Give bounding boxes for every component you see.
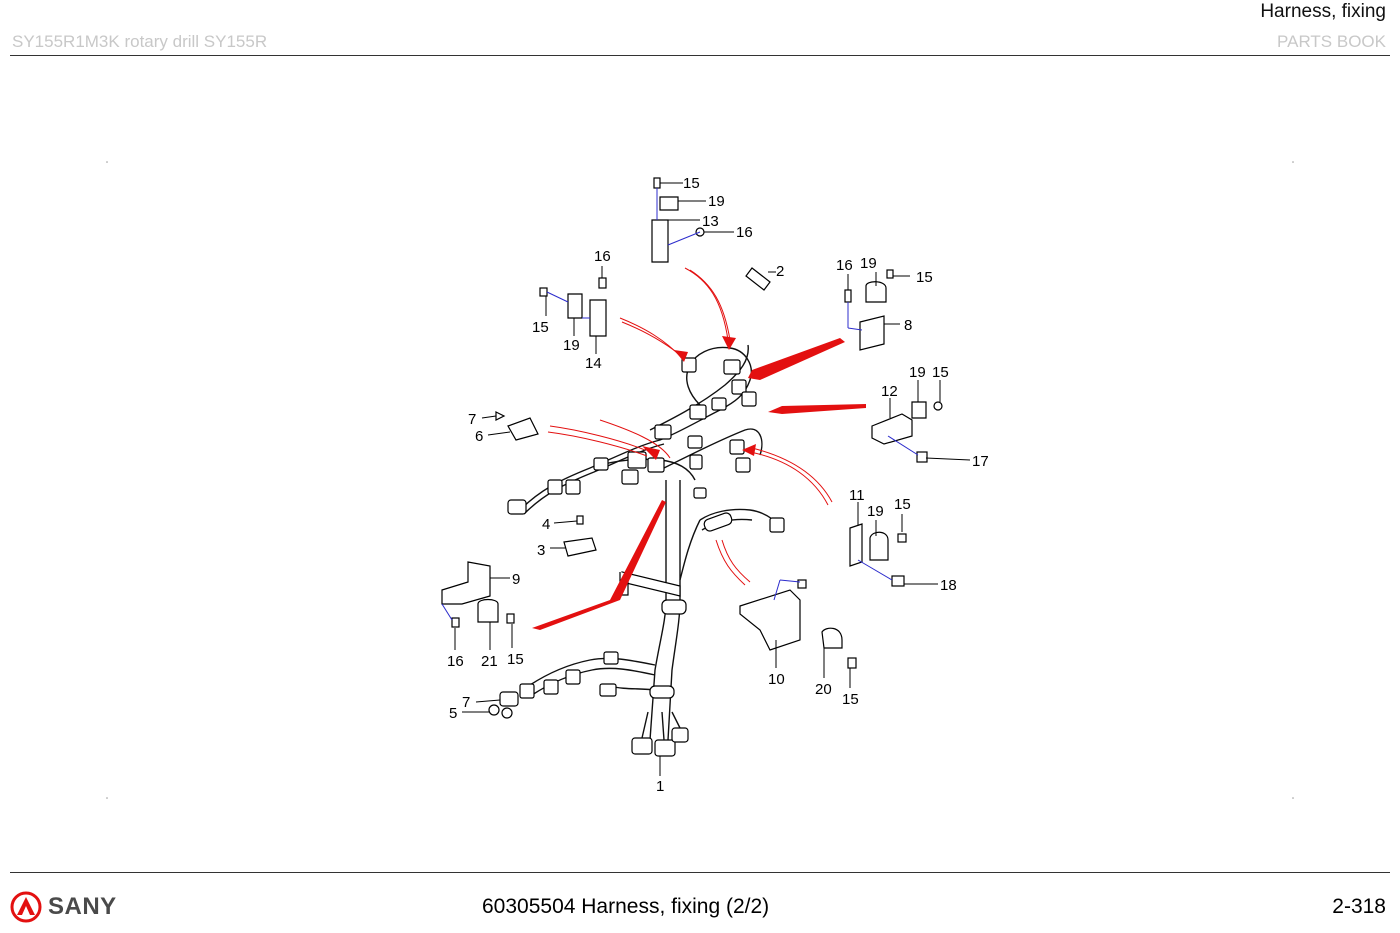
callout-3: 3 [537, 542, 545, 559]
callout-15: 15 [894, 496, 911, 513]
sany-emblem-icon [10, 891, 42, 923]
callout-16: 16 [447, 653, 464, 670]
callout-7: 7 [462, 694, 470, 711]
red-indicator-arrows [532, 267, 866, 630]
callout-6: 6 [475, 428, 483, 445]
exploded-parts-diagram: 15 19 13 16 2 16 15 19 14 16 19 15 8 19 … [106, 161, 1294, 799]
section-title: Harness, fixing [1260, 1, 1386, 22]
sany-logo: SANY [10, 891, 117, 923]
callout-15: 15 [683, 175, 700, 192]
callout-18: 18 [940, 577, 957, 594]
callout-7: 7 [468, 411, 476, 428]
callout-19: 19 [860, 255, 877, 272]
leader-lines [441, 182, 971, 776]
callout-1: 1 [656, 778, 664, 795]
callout-15: 15 [932, 364, 949, 381]
callout-16: 16 [736, 224, 753, 241]
callout-16: 16 [836, 257, 853, 274]
callout-19: 19 [708, 193, 725, 210]
registration-marks [106, 161, 1294, 799]
callout-15: 15 [916, 269, 933, 286]
callout-4: 4 [542, 516, 550, 533]
model-name: SY155R1M3K rotary drill SY155R [12, 32, 268, 51]
callout-10: 10 [768, 671, 785, 688]
callout-19: 19 [563, 337, 580, 354]
callout-5: 5 [449, 705, 457, 722]
callout-11: 11 [849, 487, 865, 504]
callout-numbers: 15 19 13 16 2 16 15 19 14 16 19 15 8 19 … [447, 175, 989, 795]
callout-15: 15 [532, 319, 549, 336]
callout-12: 12 [881, 383, 898, 400]
callout-14: 14 [585, 355, 602, 372]
callout-15: 15 [842, 691, 859, 708]
brand-name: SANY [48, 893, 117, 920]
book-name: PARTS BOOK [1277, 32, 1386, 51]
part-clamps-and-brackets [441, 177, 943, 669]
callout-15: 15 [507, 651, 524, 668]
harness-connectors [488, 357, 785, 719]
callout-13: 13 [702, 213, 719, 230]
main-harness [488, 344, 785, 757]
footer-divider [10, 872, 1390, 873]
callout-2: 2 [776, 263, 784, 280]
callout-21: 21 [481, 653, 498, 670]
callout-9: 9 [512, 571, 520, 588]
header-divider [10, 55, 1390, 56]
page-caption: 60305504 Harness, fixing (2/2) [482, 895, 770, 918]
callout-19: 19 [867, 503, 884, 520]
callout-16: 16 [594, 248, 611, 265]
callout-20: 20 [815, 681, 832, 698]
page-number: 2-318 [1332, 895, 1386, 918]
callout-17: 17 [972, 453, 989, 470]
callout-19: 19 [909, 364, 926, 381]
callout-8: 8 [904, 317, 912, 334]
